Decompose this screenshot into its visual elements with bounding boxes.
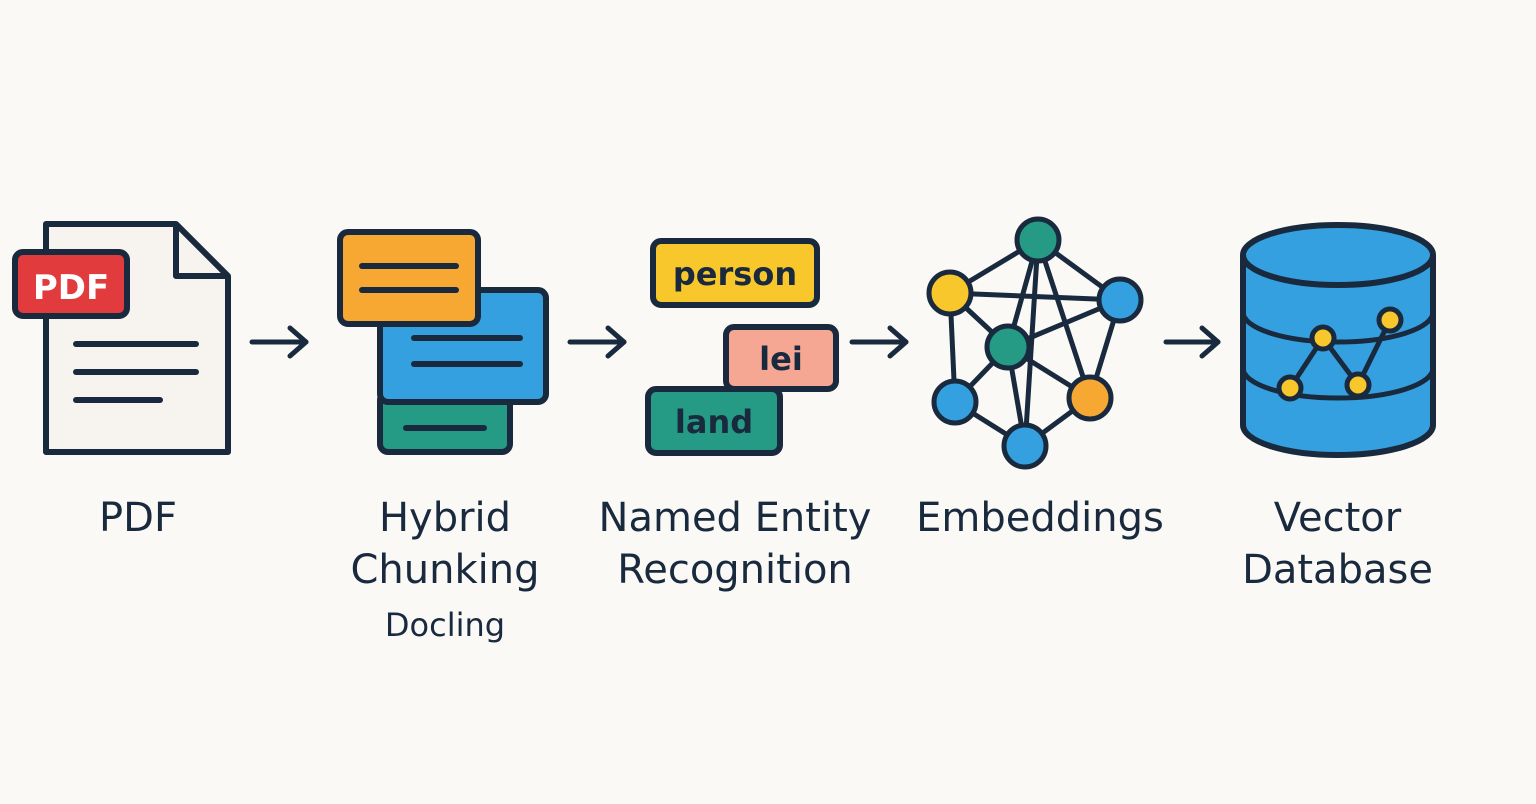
graph-node [1001, 422, 1049, 470]
step-label-line: Named Entity [598, 495, 872, 541]
arrow-icon [1163, 325, 1221, 359]
arrow-icon [849, 325, 909, 359]
db-node [1309, 324, 1337, 352]
tag-lei-text: lei [759, 340, 803, 378]
step-label-line: Database [1242, 547, 1433, 593]
stacked-chunks-icon [337, 229, 549, 455]
db-node [1344, 371, 1372, 399]
step-label-line: Recognition [617, 547, 853, 593]
tag-lei: lei [723, 324, 839, 392]
pdf-badge-text: PDF [33, 268, 109, 308]
tag-land-text: land [675, 403, 753, 441]
graph-node [1096, 276, 1144, 324]
graph-node [926, 269, 974, 317]
graph-network-icon [926, 216, 1144, 470]
arrow-icon [249, 325, 309, 359]
graph-node [1066, 374, 1114, 422]
pdf-badge: PDF [12, 249, 130, 319]
entity-tags-icon: person lei land [645, 238, 839, 456]
step-label-vectordb: Vector Database [1225, 492, 1450, 596]
graph-node [931, 378, 979, 426]
step-label-text: PDF [99, 495, 177, 541]
db-node [1376, 306, 1404, 334]
database-icon [1240, 222, 1436, 458]
graph-node [984, 323, 1032, 371]
step-label-chunking: Hybrid Chunking [325, 492, 565, 596]
step-label-line: Hybrid [378, 495, 512, 541]
step-label-line: Chunking [350, 547, 540, 593]
tag-person: person [650, 238, 820, 308]
tag-person-text: person [673, 255, 797, 293]
pdf-document-icon: PDF [12, 221, 231, 455]
step-label-line: Vector [1273, 495, 1402, 541]
tag-land: land [645, 386, 783, 456]
step-sublabel-docling: Docling [384, 606, 506, 644]
step-label-text: Embeddings [916, 495, 1164, 541]
step-label-embeddings: Embeddings [900, 492, 1180, 544]
step-label-pdf: PDF [38, 492, 238, 544]
db-node [1276, 374, 1304, 402]
step-label-ner: Named Entity Recognition [590, 492, 880, 596]
graph-node [1014, 216, 1062, 264]
arrow-icon [567, 325, 627, 359]
